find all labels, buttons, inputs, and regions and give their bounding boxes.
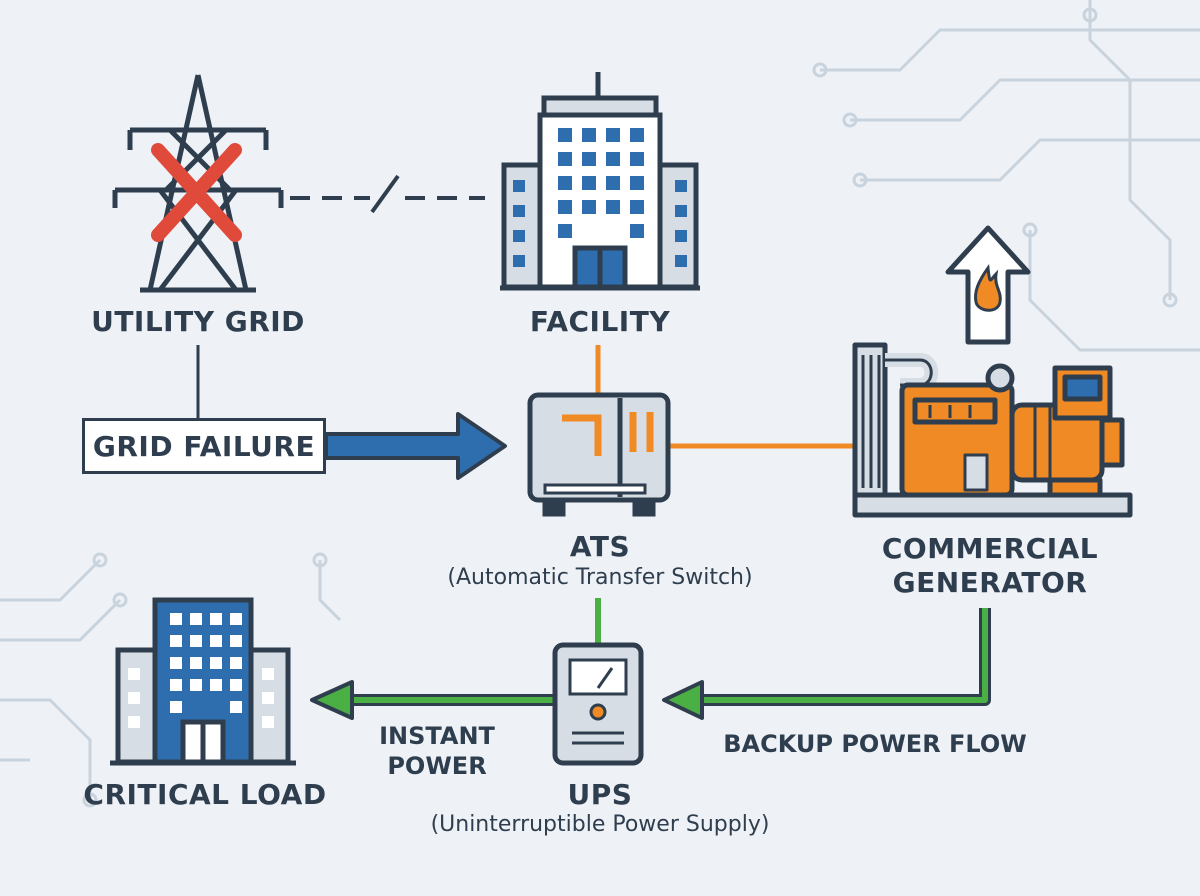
ups-unit-icon	[552, 642, 644, 766]
generator-label-line2: GENERATOR	[892, 566, 1088, 599]
critical-load-building-icon	[110, 597, 296, 766]
transmission-tower-icon	[112, 74, 284, 293]
ats-label: ATS	[569, 530, 631, 563]
facility-label: FACILITY	[529, 305, 671, 338]
ats-full-label: (Automatic Transfer Switch)	[447, 565, 753, 590]
utility-grid-label: UTILITY GRID	[91, 305, 305, 338]
grid-failure-arrow	[324, 412, 507, 480]
critical-load-label: CRITICAL LOAD	[83, 778, 327, 811]
generator-icon	[852, 342, 1133, 518]
ups-label: UPS	[567, 778, 633, 811]
failure-x-icon	[151, 143, 242, 242]
circuit-decoration-top	[812, 0, 1200, 352]
backup-power-line	[662, 608, 991, 720]
critical-load-windows	[128, 613, 274, 728]
office-building-icon	[500, 72, 700, 291]
ats-cabinet-icon	[527, 392, 671, 517]
grid-failure-box: GRID FAILURE	[82, 418, 326, 474]
backup-power-flow-label: BACKUP POWER FLOW	[723, 730, 1027, 758]
instant-power-line	[310, 680, 555, 720]
circuit-decoration-bottom	[0, 552, 342, 808]
generator-label-line1: COMMERCIAL	[881, 532, 1099, 565]
ups-full-label: (Uninterruptible Power Supply)	[430, 812, 770, 837]
instant-power-label-line2: POWER	[387, 752, 487, 780]
instant-power-label-line1: INSTANT	[379, 722, 495, 750]
broken-connection-line	[290, 174, 485, 214]
facility-windows	[513, 128, 687, 267]
exhaust-flame-icon	[945, 225, 1031, 345]
grid-failure-label: GRID FAILURE	[92, 429, 316, 463]
